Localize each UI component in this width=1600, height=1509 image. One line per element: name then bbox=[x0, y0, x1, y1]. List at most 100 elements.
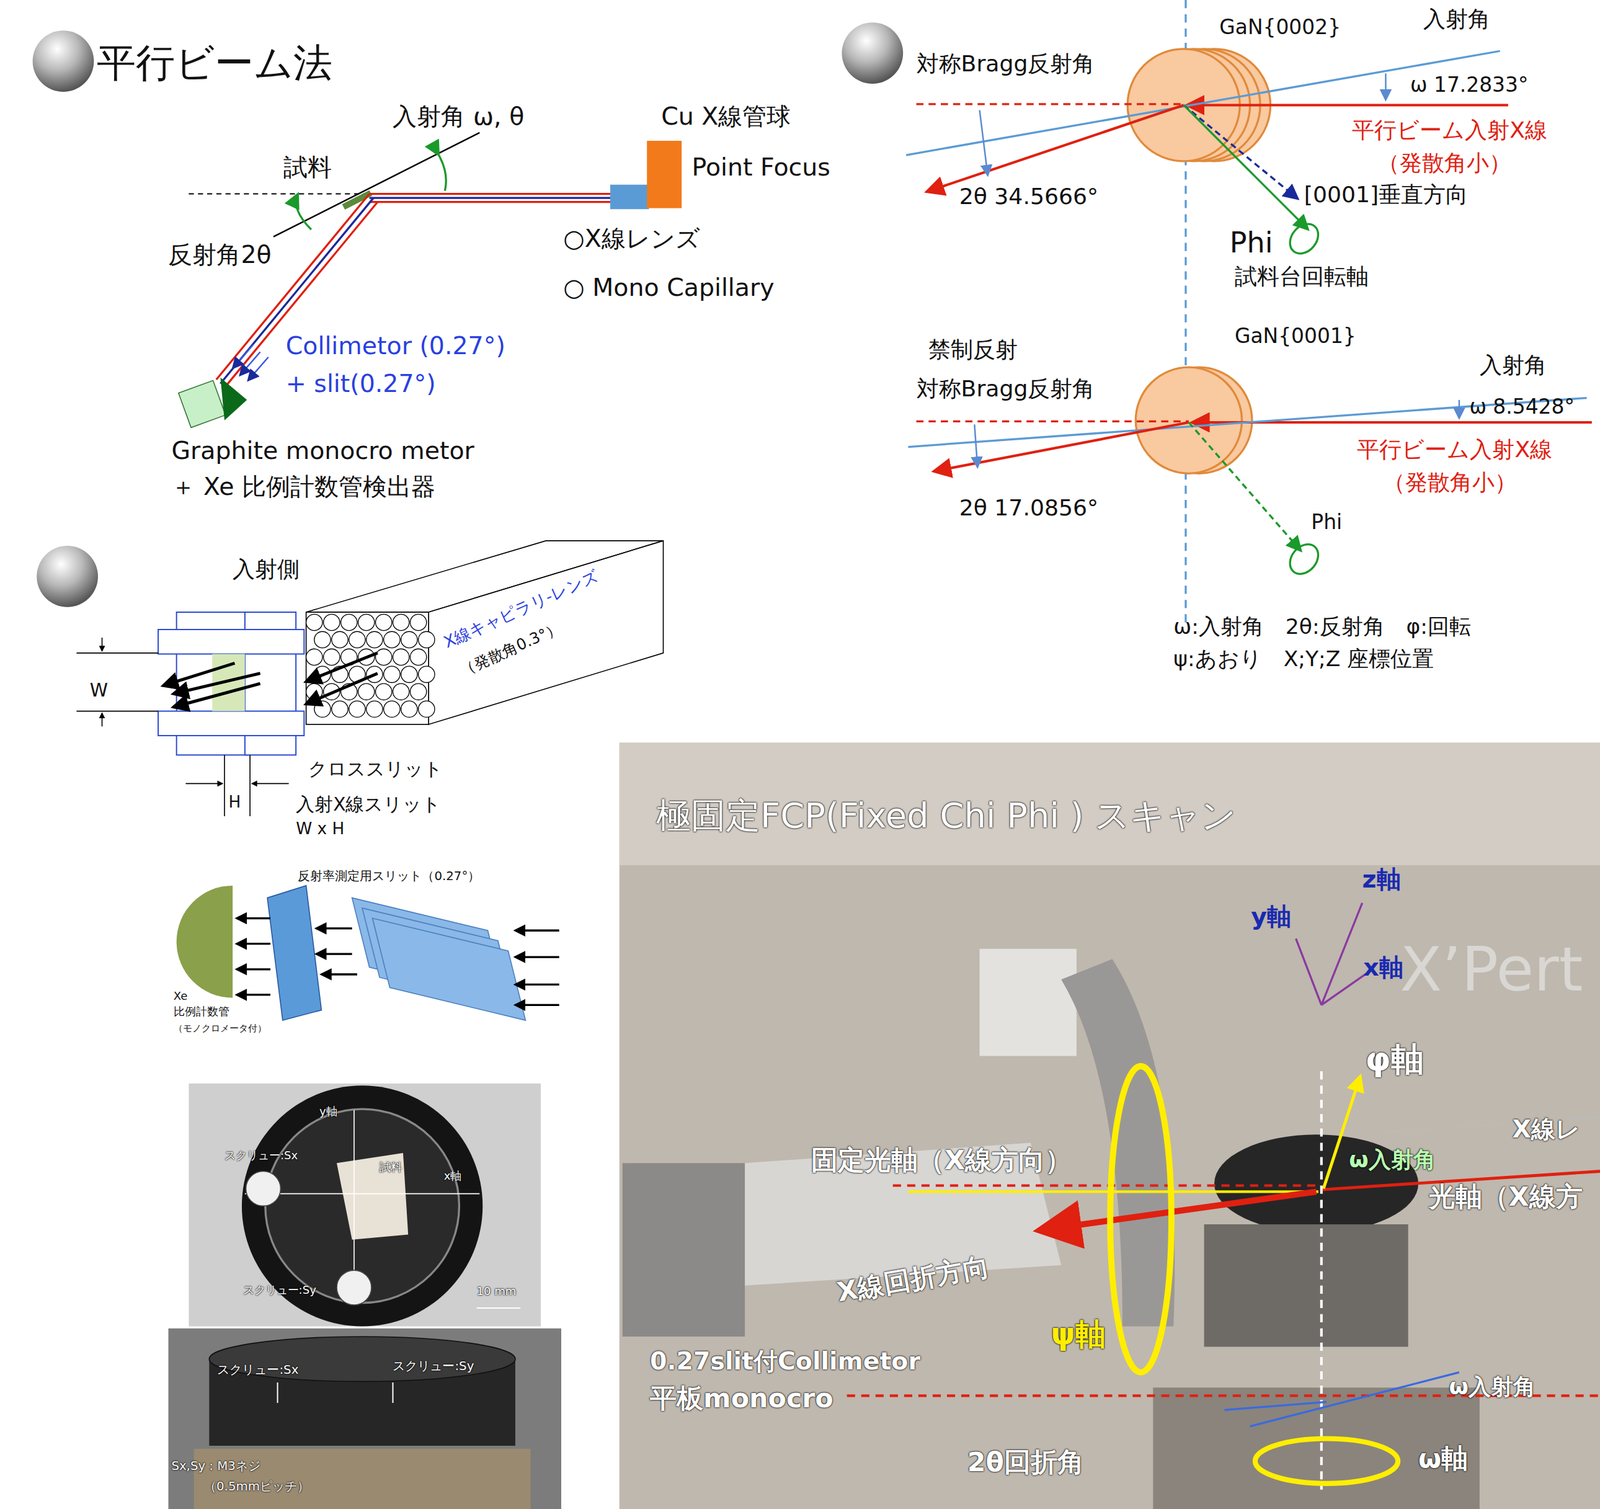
drawing-circle bbox=[36, 545, 98, 608]
drawing-circle bbox=[392, 613, 409, 631]
drawing-line bbox=[1296, 938, 1322, 1005]
label: H bbox=[228, 792, 242, 812]
drawing-circle bbox=[409, 683, 427, 700]
photo-label: スクリュー:Sy bbox=[392, 1359, 474, 1374]
drawing-circle bbox=[349, 631, 366, 648]
drawing-circle bbox=[366, 631, 383, 648]
drawing-line bbox=[173, 683, 261, 707]
label: 試料 bbox=[283, 153, 332, 182]
drawing-line bbox=[185, 783, 223, 785]
drawing-line bbox=[916, 420, 1189, 423]
label: 入射角 bbox=[1423, 6, 1491, 33]
label: Xe bbox=[173, 989, 188, 1003]
drawing-line bbox=[277, 1382, 279, 1403]
drawing-rect bbox=[178, 380, 226, 428]
label: 試料台回転軸 bbox=[1234, 263, 1369, 290]
photo-label: X線回折方向 bbox=[834, 1250, 992, 1308]
drawing-circle bbox=[383, 631, 400, 648]
drawing-line bbox=[163, 662, 235, 686]
drawing-line bbox=[316, 927, 353, 929]
drawing-circle bbox=[392, 648, 409, 665]
label: 入射側 bbox=[232, 556, 300, 583]
photo-label: スクリュー:Sx bbox=[224, 1149, 298, 1163]
drawing-g bbox=[306, 540, 664, 725]
drawing-rect bbox=[646, 140, 682, 209]
drawing-rect bbox=[188, 1083, 541, 1327]
drawing-rect bbox=[1204, 1224, 1409, 1347]
drawing-rect bbox=[342, 190, 373, 210]
label: （モノクロメータ付） bbox=[173, 1022, 267, 1034]
drawing-rect bbox=[610, 184, 650, 209]
photo-label: 光軸（X線方 bbox=[1428, 1181, 1583, 1212]
drawing-line bbox=[515, 983, 560, 986]
label: 平行ビーム入射X線 bbox=[1356, 436, 1553, 463]
drawing-line bbox=[369, 192, 613, 195]
photo-panel: 極固定FCP(Fixed Chi Phi ) スキャンz軸y軸x軸X’Pertφ… bbox=[619, 742, 1600, 1509]
drawing-g bbox=[306, 613, 435, 717]
label: ψ:あおり X;Y;Z 座標位置 bbox=[1173, 646, 1434, 672]
drawing-circle bbox=[349, 700, 366, 717]
drawing-path bbox=[428, 540, 663, 725]
drawing-rect bbox=[619, 742, 1600, 866]
drawing-ellipse bbox=[1255, 1438, 1398, 1483]
label: 禁制反射 bbox=[928, 336, 1018, 363]
drawing-g bbox=[236, 918, 560, 1006]
photo-label: y軸 bbox=[1250, 902, 1292, 931]
drawing-line bbox=[893, 1183, 1319, 1187]
drawing-rect bbox=[158, 629, 304, 654]
drawing-line bbox=[273, 132, 480, 237]
drawing-circle bbox=[323, 613, 340, 631]
drawing-line bbox=[236, 917, 271, 920]
photo-label: X’Pert bbox=[1399, 933, 1583, 1005]
drawing-ellipse bbox=[1110, 1066, 1172, 1373]
drawing-line bbox=[933, 422, 1189, 472]
label: ω:入射角 2θ:反射角 φ:回転 bbox=[1173, 614, 1472, 640]
photo-label: X線レ bbox=[1511, 1115, 1580, 1143]
label: GaN{0001} bbox=[1234, 324, 1357, 348]
drawing-line bbox=[173, 673, 261, 694]
photo-panel: スクリュー:Sxスクリュー:SySx,Sy : M3ネジ（0.5mmピッチ） bbox=[168, 1328, 561, 1509]
drawing-line bbox=[515, 929, 560, 932]
drawing-line bbox=[515, 1004, 560, 1006]
drawing-circle bbox=[418, 700, 435, 717]
drawing-polygon bbox=[336, 1152, 409, 1240]
drawing-path bbox=[439, 155, 447, 192]
photo-label: 固定光軸（X線方向） bbox=[811, 1144, 1072, 1176]
photo-label: ω入射角 bbox=[1348, 1146, 1436, 1173]
drawing-line bbox=[224, 202, 378, 388]
drawing-line bbox=[369, 200, 613, 203]
drawing-line bbox=[476, 1307, 521, 1309]
photo-panel: y軸スクリュー:Sx試料x軸スクリュー:Sy10 mm bbox=[188, 1083, 541, 1327]
drawing-line bbox=[979, 110, 988, 176]
drawing-rect bbox=[194, 1448, 531, 1509]
drawing-line bbox=[926, 104, 1184, 192]
label: 2θ 34.5666° bbox=[959, 183, 1099, 210]
drawing-circle bbox=[336, 1270, 372, 1305]
drawing-g bbox=[277, 1382, 394, 1403]
drawing-line bbox=[76, 652, 159, 654]
photo-label: ψ軸 bbox=[1051, 1316, 1106, 1352]
photo-label: 試料 bbox=[379, 1160, 402, 1174]
drawing-line bbox=[974, 424, 978, 467]
drawing-polygon bbox=[267, 885, 322, 1021]
drawing-line bbox=[236, 942, 271, 945]
drawing-path bbox=[295, 194, 311, 231]
drawing-line bbox=[515, 955, 560, 958]
drawing-circle bbox=[383, 666, 400, 683]
photo-label: 2θ回折角 bbox=[967, 1446, 1085, 1478]
drawing-circle bbox=[409, 648, 427, 665]
section-title: 平行ビーム法 bbox=[96, 40, 333, 86]
drawing-line bbox=[1321, 902, 1363, 1006]
photo-label: ω入射角 bbox=[1448, 1373, 1535, 1400]
drawing-line bbox=[316, 952, 353, 955]
label: Graphite monocro metor bbox=[171, 436, 474, 465]
drawing-g bbox=[158, 612, 304, 755]
drawing-path bbox=[176, 885, 233, 998]
label: 比例計数管 bbox=[173, 1005, 230, 1019]
drawing-circle bbox=[246, 1170, 281, 1206]
photo-label: Sx,Sy : M3ネジ bbox=[171, 1459, 260, 1474]
drawing-circle bbox=[341, 613, 358, 631]
drawing-circle bbox=[375, 648, 392, 665]
label: 入射X線スリット bbox=[295, 793, 441, 815]
